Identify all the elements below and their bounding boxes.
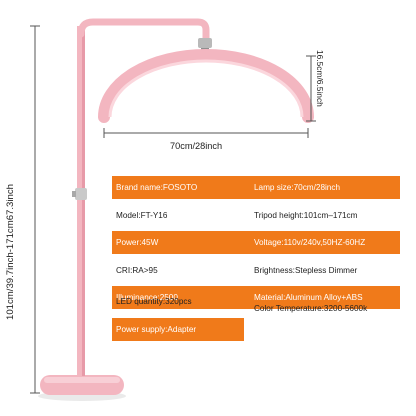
spec-row: CRI:RA>95 Brightness:Stepless Dimmer	[112, 259, 400, 282]
spec-label: Tripod height:101cm–171cm	[254, 211, 358, 220]
lamp-brand-text: FOSOTO	[197, 63, 216, 68]
spec-label: Voltage:110v/240v,50HZ-60HZ	[254, 238, 366, 247]
spec-row: Model:FT-Y16 Tripod height:101cm–171cm	[112, 204, 400, 227]
stand-base-highlight	[44, 377, 120, 383]
spec-label: Brightness:Stepless Dimmer	[254, 266, 358, 275]
spec-row: Brand name:FOSOTO Lamp size:70cm/28inch	[112, 176, 400, 199]
spec-label: Brand name:FOSOTO	[116, 183, 198, 192]
moon-lamp-glow	[108, 59, 304, 118]
stand-arm	[77, 18, 210, 44]
arm-joint	[198, 38, 212, 48]
spec-label: Lamp size:70cm/28inch	[254, 183, 341, 192]
spec-label: Model:FT-Y16	[116, 211, 168, 220]
power-supply-badge: Power supply:Adapter	[112, 318, 244, 341]
spec-row: Power:45W Voltage:110v/240v,50HZ-60HZ	[112, 231, 400, 254]
spec-label: LED quantity:320pcs	[116, 297, 192, 306]
height-knob-bolt	[72, 191, 76, 197]
total-height-label: 101cm/39.7inch-171cm67.3inch	[5, 184, 16, 320]
width-label: 70cm/28inch	[170, 141, 223, 151]
spec-label: CRI:RA>95	[116, 266, 158, 275]
height-knob	[75, 188, 87, 200]
stand-pole-shade	[82, 26, 85, 376]
spec-label: Material:Aluminum Alloy+ABS	[254, 293, 363, 302]
spec-row: Color Temperature:3200-5600k	[112, 297, 400, 320]
stand-pole	[77, 26, 85, 376]
spec-label: Color Temperature:3200-5600k	[254, 304, 368, 313]
moon-lamp	[98, 49, 314, 123]
spec-row: Illuminance:2500 Material:Aluminum Alloy…	[112, 286, 400, 309]
spec-label: Illuminance:2500	[116, 293, 178, 302]
spec-label: Power:45W	[116, 238, 159, 247]
arc-height-label: 16.5cm/6.5inch	[315, 50, 325, 107]
power-supply-label: Power supply:Adapter	[116, 325, 197, 334]
